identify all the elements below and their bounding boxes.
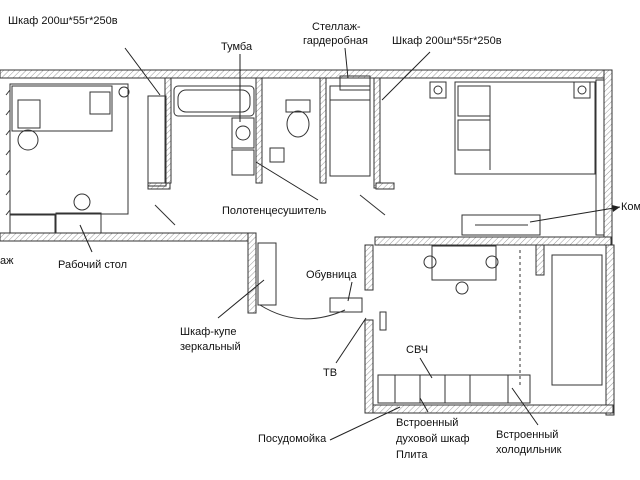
label-fridge-line2: холодильник — [496, 444, 562, 456]
kitchen-furniture — [377, 245, 603, 404]
right-bedroom-furniture — [429, 79, 605, 236]
hallway-furniture — [154, 194, 386, 320]
label-shelving-left: аж — [0, 255, 14, 267]
label-dishwasher: Посудомойка — [258, 433, 327, 445]
label-fridge-line1: Встроенный — [496, 429, 559, 441]
leader-lines — [79, 47, 621, 441]
label-shelving-line2: гардеробная — [303, 35, 368, 47]
label-tv: ТВ — [323, 367, 338, 379]
label-wardrobe-right: Шкаф 200ш*55г*250в — [392, 35, 502, 47]
label-shoe-rack: Обувница — [306, 269, 357, 281]
bathroom-fixtures — [173, 75, 371, 177]
label-shelving-line1: Стеллаж- — [312, 21, 361, 33]
left-bedroom-furniture — [5, 83, 167, 234]
label-mirror-wardrobe-line1: Шкаф-купе — [180, 326, 237, 338]
label-towel-dryer: Полотенцесушитель — [222, 205, 327, 217]
label-oven-line2: духовой шкаф — [396, 433, 470, 445]
label-commode: Ком — [621, 201, 640, 213]
label-desk: Рабочий стол — [58, 259, 128, 271]
label-nightstand: Тумба — [221, 41, 253, 53]
outer-walls — [0, 69, 615, 416]
label-mirror-wardrobe-line2: зеркальный — [180, 341, 241, 353]
label-oven-line1: Встроенный — [396, 417, 459, 429]
interior-walls — [147, 77, 395, 291]
label-wardrobe-left: Шкаф 200ш*55г*250в — [8, 15, 118, 27]
label-oven-line3: Плита — [396, 449, 428, 461]
label-microwave: СВЧ — [406, 344, 429, 356]
arrowhead — [612, 205, 620, 212]
